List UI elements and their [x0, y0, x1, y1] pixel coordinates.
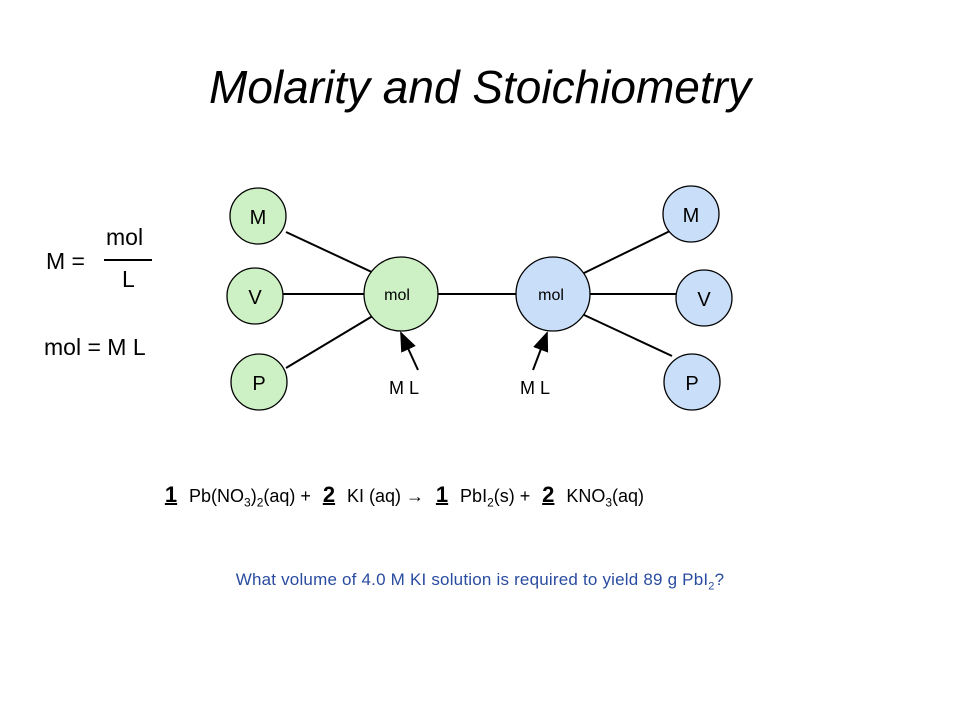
left-node-p-label: P — [252, 373, 265, 395]
right-node-p-label: P — [685, 373, 698, 395]
formula-denominator: L — [122, 266, 135, 292]
left-node-v-label: V — [248, 287, 262, 309]
balanced-equation: 1 Pb(NO3)2(aq) + 2 KI (aq) → 1 PbI2(s) +… — [158, 482, 818, 510]
right-node-m — [662, 185, 720, 243]
species-pbi2: PbI2(s) + — [460, 486, 531, 510]
connector-left-p — [285, 313, 377, 369]
reaction-arrow-icon: → — [406, 486, 425, 506]
coefficient-2: 2 — [322, 482, 336, 507]
coefficient-4: 2 — [542, 482, 555, 507]
question-text: What volume of 4.0 M KI solution is requ… — [235, 570, 725, 593]
right-node-p — [663, 353, 721, 411]
right-node-v — [675, 269, 733, 327]
left-center-node — [363, 256, 439, 332]
species-pb-no3: Pb(NO3)2(aq) + — [189, 486, 311, 510]
formula-lhs: M = — [46, 248, 85, 274]
left-node-p — [230, 353, 288, 411]
right-arrow-label: M L — [520, 378, 550, 398]
right-center-node — [515, 256, 591, 332]
coefficient-3: 1 — [435, 482, 449, 507]
rearranged-formula: mol = M L — [44, 334, 146, 360]
coefficient-1: 1 — [164, 482, 178, 507]
species-ki: KI (aq) — [346, 486, 401, 506]
fraction-bar — [104, 259, 152, 261]
left-node-m — [229, 187, 287, 245]
left-arrow-label: M L — [389, 378, 419, 398]
stoichiometry-diagram: M V P mol mol M V P M L M L — [226, 185, 733, 411]
left-node-v — [226, 267, 284, 325]
right-node-m-label: M — [683, 205, 700, 227]
right-node-v-label: V — [697, 289, 711, 311]
molarity-formula: M = mol L — [46, 222, 176, 302]
connector-right-m — [581, 229, 673, 275]
formula-numerator: mol — [106, 224, 144, 250]
slide-title: Molarity and Stoichiometry — [209, 61, 751, 113]
connector-right-p — [581, 313, 673, 357]
connector-left-m — [285, 231, 377, 275]
left-node-m-label: M — [250, 207, 267, 229]
left-center-label: mol — [384, 287, 410, 304]
species-kno3: KNO3(aq) — [566, 486, 645, 510]
arrow-right — [532, 331, 549, 371]
arrow-left — [400, 331, 419, 371]
right-center-label: mol — [538, 287, 564, 304]
